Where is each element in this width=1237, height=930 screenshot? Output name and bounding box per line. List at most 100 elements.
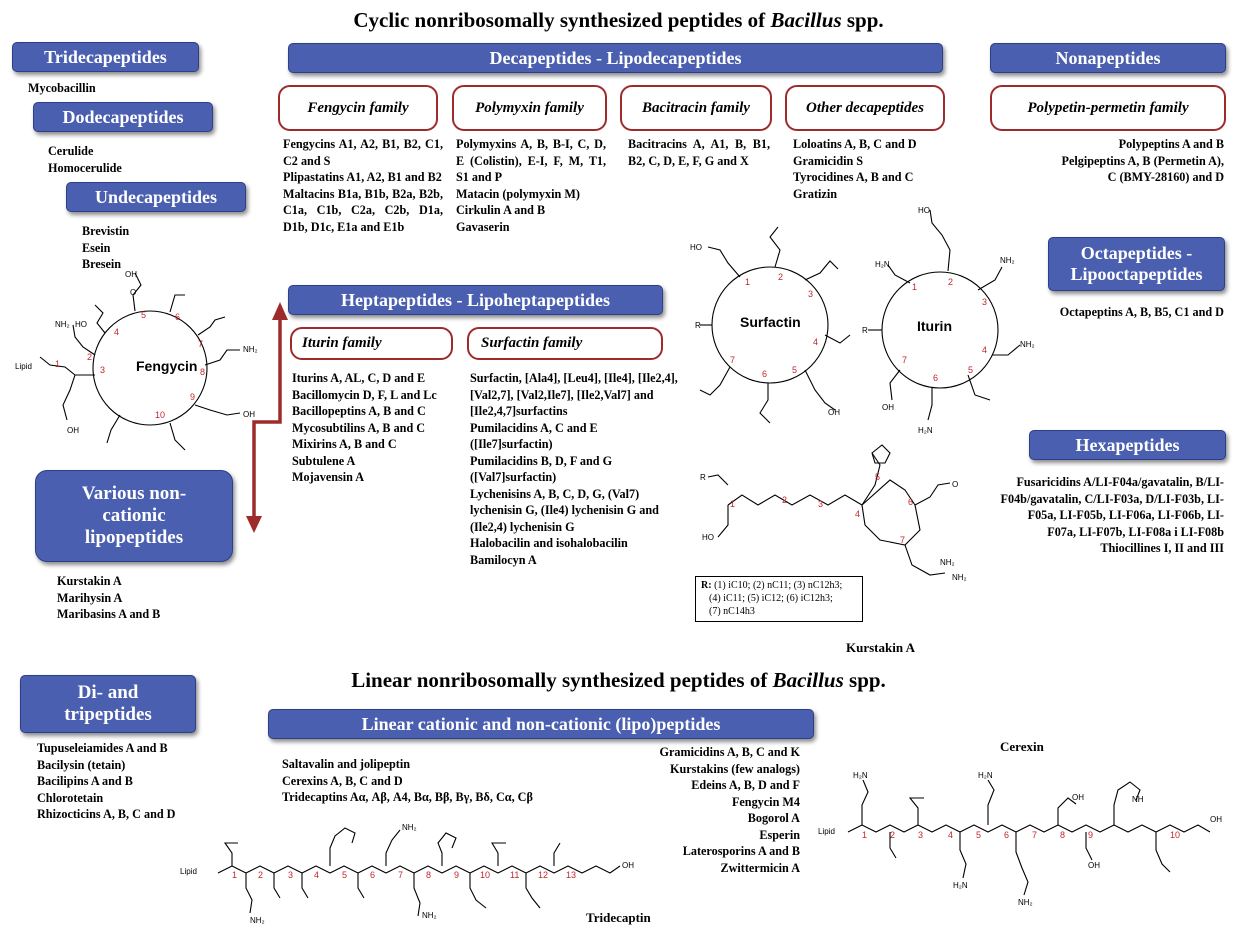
octapeptides-box-label-1: Octapeptides - — [1080, 243, 1193, 264]
list-item: Gramicidin S — [793, 153, 864, 168]
svg-text:4: 4 — [855, 509, 860, 519]
svg-text:5: 5 — [792, 365, 797, 375]
bacitracin-family-box: Bacitracin family — [620, 85, 772, 131]
svg-text:8: 8 — [426, 870, 431, 880]
polymyxin-family-label: Polymyxin family — [475, 99, 584, 116]
decapeptides-box: Decapeptides - Lipodecapeptides — [288, 43, 943, 73]
list-item: Pumilacidins B, D, F and G ([Val7]surfac… — [470, 453, 613, 485]
svg-text:OH: OH — [67, 426, 79, 435]
svg-text:O: O — [952, 480, 958, 489]
undecapeptides-box: Undecapeptides — [66, 182, 246, 212]
list-item: Rhizocticins A, B, C and D — [37, 807, 176, 821]
r-line-2: (4) iC11; (5) iC12; (6) iC12h3; — [709, 593, 833, 604]
svg-text:1: 1 — [745, 277, 750, 287]
ditri-list: Tupuseleiamides A and B Bacilysin (tetai… — [37, 740, 175, 823]
svg-text:5: 5 — [342, 870, 347, 880]
svg-text:OH: OH — [622, 861, 634, 870]
hexapeptides-box: Hexapeptides — [1029, 430, 1226, 460]
undecapeptides-list: Brevistin Esein Bresein — [82, 223, 129, 273]
svg-text:3: 3 — [918, 830, 923, 840]
fengycin-structure: OH O HO NH₂ OH OH NH₂ Lipid 1 2 3 4 5 6 … — [15, 270, 258, 451]
list-item: Tridecaptins Aα, Aβ, A4, Bα, Bβ, Bγ, Bδ,… — [282, 790, 533, 804]
svg-text:NH₂: NH₂ — [55, 320, 70, 329]
svg-text:1: 1 — [232, 870, 237, 880]
svg-text:6: 6 — [370, 870, 375, 880]
hexapeptides-list: Fusaricidins A/LI-F04a/gavatalin, B/LI-F… — [1000, 474, 1224, 557]
fengycin-family-list: Fengycins A1, A2, B1, B2, C1, C2 and S P… — [283, 136, 443, 235]
octapeptides-list: Octapeptins A, B, B5, C1 and D — [1050, 304, 1224, 321]
tridecapeptides-box: Tridecapeptides — [12, 42, 199, 72]
svg-text:6: 6 — [762, 369, 767, 379]
svg-text:Lipid: Lipid — [180, 867, 197, 876]
arrow-head-down — [246, 516, 262, 533]
svg-text:9: 9 — [190, 392, 195, 402]
linear-title-genus: Bacillus — [772, 668, 844, 692]
list-item: Laterosporins A and B — [682, 844, 800, 858]
list-item: C (BMY-28160) and D — [1107, 170, 1224, 184]
list-item: Bacillomycin D, F, L and Lc — [292, 387, 437, 402]
svg-text:H₂N: H₂N — [875, 260, 890, 269]
list-item: Gavaserin — [456, 219, 510, 234]
ditri-box: Di- and tripeptides — [20, 675, 196, 733]
list-item: Mycobacillin — [28, 81, 96, 95]
list-item: Bogorol A — [747, 811, 800, 825]
svg-text:9: 9 — [454, 870, 459, 880]
list-item: Bacilysin (tetain) — [37, 757, 126, 772]
list-item: Fengycin M4 — [731, 794, 800, 809]
list-item: Polymyxins A, B, B-I, C, D, E (Colistin)… — [456, 137, 606, 184]
arrow-head-up — [272, 302, 288, 320]
list-item: Mojavensin A — [292, 470, 365, 484]
tridecapeptides-box-label: Tridecapeptides — [44, 46, 167, 67]
list-item: Bacillopeptins A, B and C — [292, 404, 426, 418]
linear-cationic-box: Linear cationic and non-cationic (lipo)p… — [268, 709, 814, 739]
list-item: Zwittermicin A — [720, 860, 800, 875]
svg-text:OH: OH — [243, 410, 255, 419]
svg-text:4: 4 — [982, 345, 987, 355]
double-arrow-connector — [246, 302, 288, 533]
surfactin-family-label: Surfactin family — [481, 335, 583, 351]
svg-text:8: 8 — [1060, 830, 1065, 840]
svg-text:NH₂: NH₂ — [940, 558, 955, 567]
polypetin-family-box: Polypetin-permetin family — [990, 85, 1226, 131]
list-item: Maribasins A and B — [57, 607, 161, 621]
iturin-structure-label: Iturin — [917, 318, 952, 334]
svg-text:7: 7 — [902, 355, 907, 365]
linear-cationic-box-label: Linear cationic and non-cationic (lipo)p… — [361, 713, 721, 734]
svg-text:10: 10 — [480, 870, 490, 880]
svg-text:1: 1 — [912, 282, 917, 292]
cyclic-title-suffix: spp. — [841, 8, 884, 32]
list-item: Cerulide — [48, 144, 94, 158]
surfactin-family-list: Surfactin, [Ala4], [Leu4], [Ile4], [Ile2… — [470, 370, 680, 568]
fengycin-structure-label: Fengycin — [136, 358, 198, 374]
svg-text:R: R — [700, 473, 706, 482]
svg-text:H₂N: H₂N — [953, 881, 968, 890]
list-item: Fengycins A1, A2, B1, B2, C1, C2 and S — [283, 137, 443, 168]
iturin-structure: HO H₂N NH₂ NH₂ H₂N OH R 1 2 3 4 5 6 7 — [862, 206, 1035, 435]
nonapeptides-box: Nonapeptides — [990, 43, 1226, 73]
svg-text:2: 2 — [948, 277, 953, 287]
svg-text:R: R — [695, 321, 701, 330]
surfactin-family-box: Surfactin family — [467, 327, 663, 360]
svg-text:4: 4 — [813, 337, 818, 347]
svg-text:HO: HO — [75, 320, 87, 329]
cyclic-title-text: Cyclic nonribosomally synthesized peptid… — [353, 8, 771, 32]
fengycin-family-label: Fengycin family — [307, 99, 409, 116]
r-label: R: — [701, 580, 712, 591]
list-item: Surfactin, [Ala4], [Leu4], [Ile4], [Ile2… — [470, 371, 678, 418]
svg-text:HO: HO — [702, 533, 714, 542]
svg-text:12: 12 — [538, 870, 548, 880]
svg-text:HO: HO — [690, 243, 702, 252]
list-item: Halobacilin and isohalobacilin — [470, 536, 628, 550]
r-line-1: R: (1) iC10; (2) nC11; (3) nC12h3; — [701, 579, 857, 592]
list-item: Saltavalin and jolipeptin — [282, 757, 411, 771]
svg-text:4: 4 — [314, 870, 319, 880]
surfactin-structure: HO R OH 1 2 3 4 5 6 7 — [690, 226, 851, 424]
svg-text:13: 13 — [566, 870, 576, 880]
other-decapeptides-box: Other decapeptides — [785, 85, 945, 131]
list-item: Matacin (polymyxin M) — [456, 186, 580, 201]
arrow-path — [252, 316, 282, 528]
svg-text:H₂N: H₂N — [853, 771, 868, 780]
svg-text:NH₂: NH₂ — [402, 823, 417, 832]
svg-text:5: 5 — [968, 365, 973, 375]
svg-text:3: 3 — [982, 297, 987, 307]
